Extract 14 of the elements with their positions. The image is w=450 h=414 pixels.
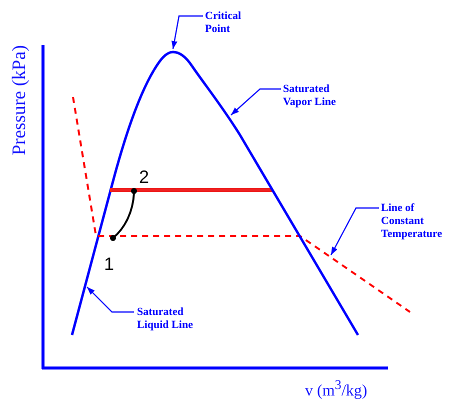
dome-peak-curve — [152, 50, 194, 71]
leader-line — [86, 286, 134, 313]
point-number: 1 — [104, 255, 114, 273]
constant-pressure-line — [110, 188, 272, 192]
leader-line — [330, 207, 379, 256]
callout-label: Saturated Liquid Line — [137, 306, 195, 332]
point-number: 2 — [139, 168, 150, 186]
leader-line — [230, 88, 281, 116]
axis-title: v (m$^{3}$/kg) — [305, 378, 368, 400]
callout-label: Line of Constant Temperature — [381, 202, 447, 241]
leader-line — [171, 15, 203, 50]
axis-title: Pressure (kPa) — [10, 45, 29, 156]
callout-label: Saturated Vapor Line — [283, 83, 341, 109]
callout-label: Critical Point — [205, 10, 249, 36]
